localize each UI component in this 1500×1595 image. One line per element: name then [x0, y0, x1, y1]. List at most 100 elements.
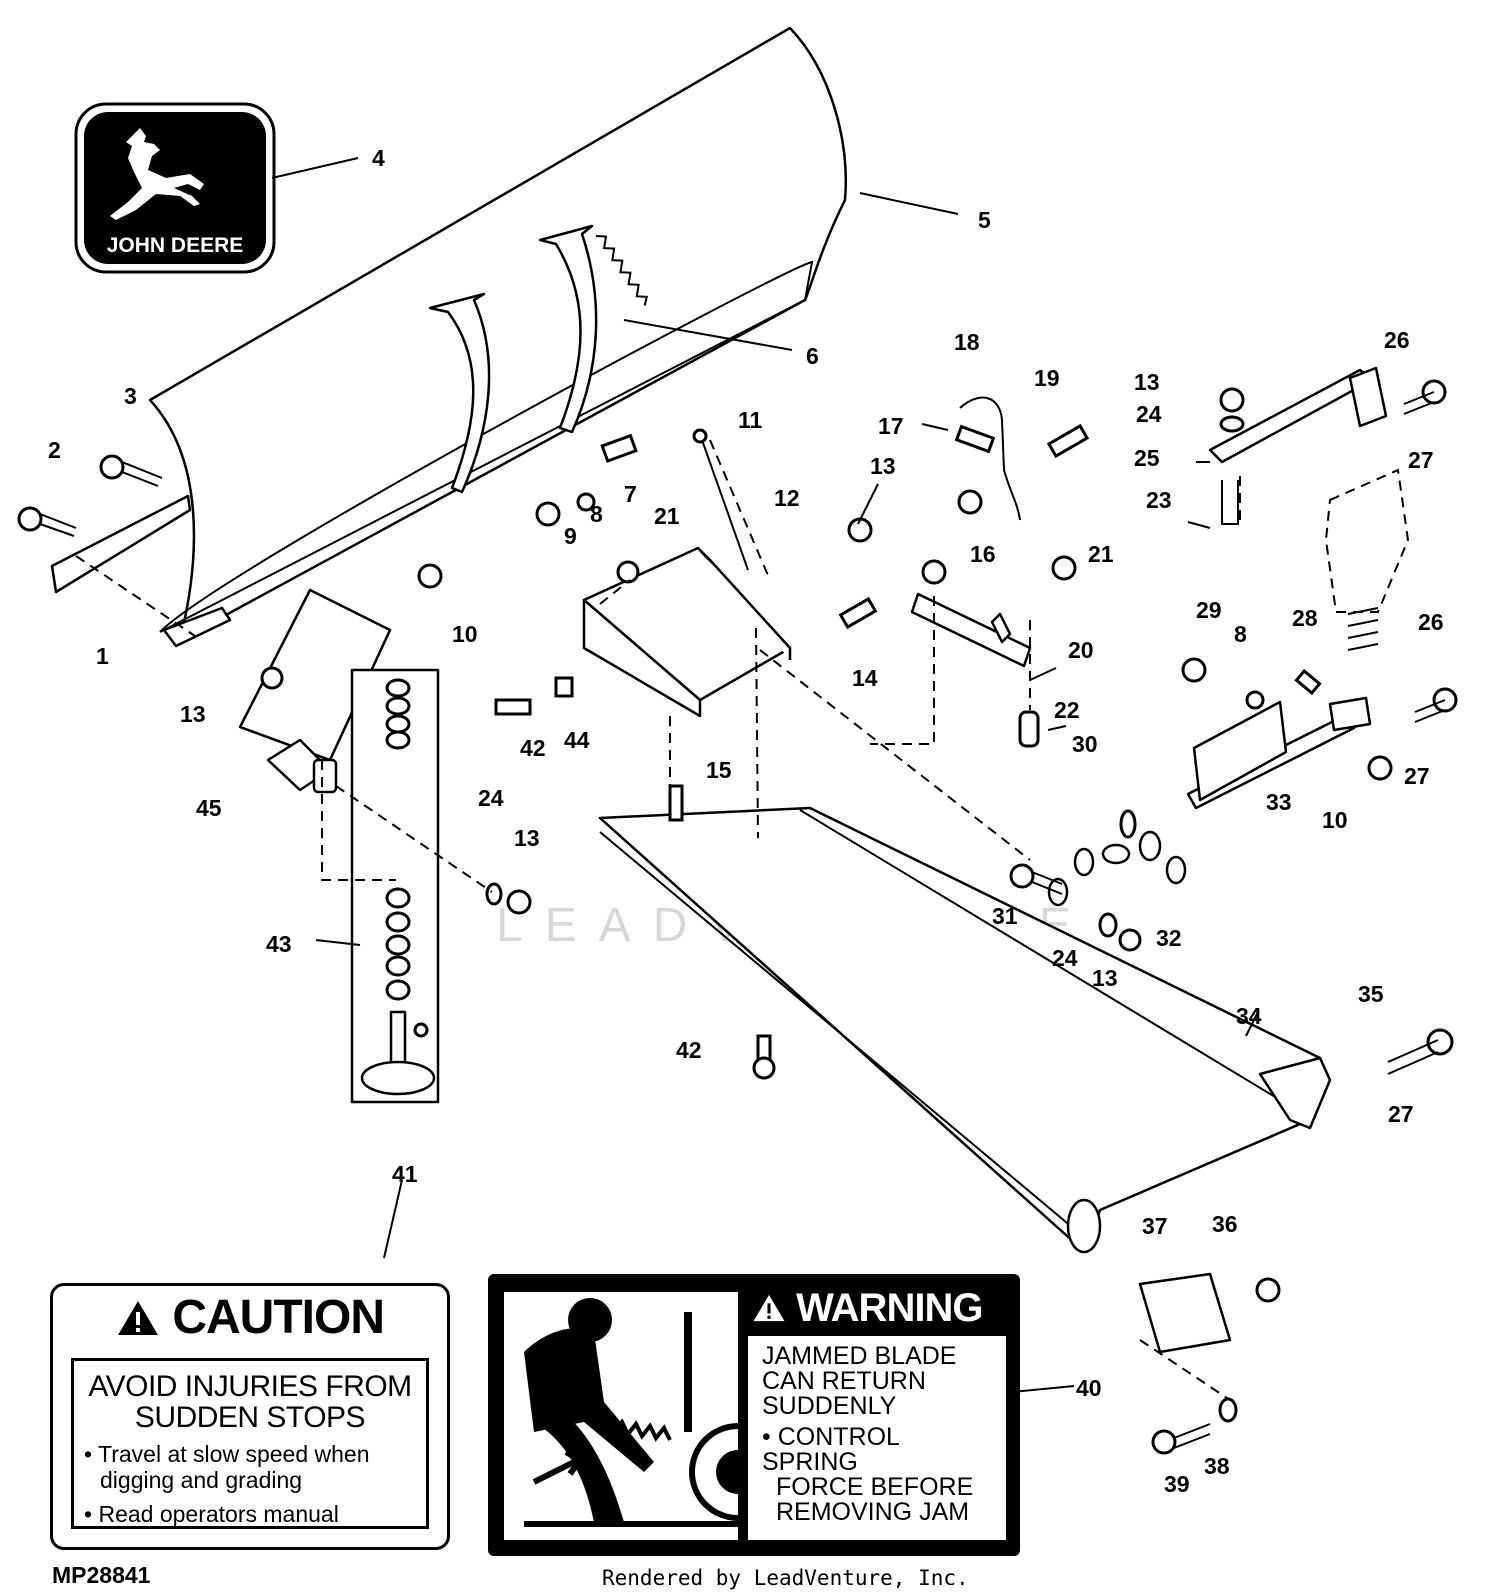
callout-21a: 21 [654, 503, 680, 529]
callout-37: 37 [1142, 1213, 1168, 1239]
angle-bar-plate [1192, 700, 1288, 802]
warning-triangle-icon [753, 1294, 785, 1322]
callout-42b: 42 [676, 1037, 702, 1063]
callout-9: 9 [564, 523, 577, 549]
logo-brand-text: JOHN DEERE [107, 234, 244, 257]
caution-bullet-2: • Read operators manual [84, 1501, 339, 1527]
callout-15: 15 [706, 757, 732, 783]
callout-43: 43 [266, 931, 292, 957]
callout-13e: 13 [1092, 965, 1118, 991]
callout-20: 20 [1068, 637, 1094, 663]
wear-plate [1138, 1272, 1232, 1354]
blade-rib-right [538, 224, 598, 434]
callout-26b: 26 [1418, 609, 1444, 635]
callout-27a: 27 [1408, 447, 1434, 473]
chain [1047, 830, 1187, 907]
warning-line-5: FORCE BEFORE [776, 1473, 974, 1501]
caution-decal: CAUTION AVOID INJURIES FROM SUDDEN STOPS… [50, 1283, 450, 1550]
callout-29: 29 [1196, 597, 1222, 623]
callout-25: 25 [1134, 445, 1160, 471]
callout-10a: 10 [452, 621, 478, 647]
callout-27b: 27 [1404, 763, 1430, 789]
warning-pictogram [504, 1292, 787, 1540]
callout-8a: 8 [590, 501, 603, 527]
callout-27c: 27 [1388, 1101, 1414, 1127]
cutting-edge [50, 494, 192, 594]
callout-41: 41 [392, 1161, 418, 1187]
leaping-deer-icon [110, 128, 204, 220]
callout-26a: 26 [1384, 327, 1410, 353]
caution-message-box: AVOID INJURIES FROM SUDDEN STOPS • Trave… [71, 1358, 429, 1529]
callout-32: 32 [1156, 925, 1182, 951]
callout-4: 4 [372, 145, 385, 171]
callout-40: 40 [1076, 1375, 1102, 1401]
callout-12: 12 [774, 485, 800, 511]
actuator-spring [1347, 607, 1379, 651]
callout-38: 38 [1204, 1453, 1230, 1479]
callout-7: 7 [624, 481, 637, 507]
a-frame-hitch-left [1066, 1198, 1102, 1254]
warning-title: WARNING [752, 1286, 1006, 1334]
trip-rod [701, 439, 749, 571]
warning-title-text: WARNING [796, 1286, 983, 1330]
warning-line-4: • CONTROL SPRING [762, 1423, 900, 1476]
callout-10b: 10 [1322, 807, 1348, 833]
callout-17: 17 [878, 413, 904, 439]
callout-24a: 24 [1136, 401, 1162, 427]
warning-triangle-icon [118, 1301, 158, 1335]
callout-13a: 13 [180, 701, 206, 727]
moldboard-blade [148, 26, 847, 648]
caution-heading: AVOID INJURIES FROM SUDDEN STOPS [88, 1370, 412, 1434]
shim-washers-top [385, 678, 411, 750]
callout-24b: 24 [478, 785, 504, 811]
callout-13c: 13 [1134, 369, 1160, 395]
john-deere-logo: JOHN DEERE [74, 102, 276, 274]
pivot-bracket [582, 546, 792, 702]
callout-13d: 13 [514, 825, 540, 851]
pivot-bracket-rear [697, 547, 792, 660]
callout-11: 11 [738, 407, 763, 433]
lock-handle [959, 396, 1021, 521]
callout-23: 23 [1146, 487, 1172, 513]
warning-decal: WARNING JAMMED BLADE CAN RETURN SUDDENLY… [488, 1274, 1020, 1556]
callout-14: 14 [852, 665, 878, 691]
a-frame-hitch-right [1258, 1056, 1332, 1130]
callout-21b: 21 [1088, 541, 1114, 567]
callout-19: 19 [1034, 365, 1060, 391]
leader-lines [271, 157, 1259, 1393]
skid-shoe [360, 1010, 436, 1096]
spring [595, 235, 649, 306]
warning-line-3: SUDDENLY [762, 1392, 897, 1420]
callout-24c: 24 [1052, 945, 1078, 971]
callout-44: 44 [564, 727, 590, 753]
callout-42a: 42 [520, 735, 546, 761]
angle-bar-clevis [1328, 696, 1372, 732]
a-frame-edges [599, 809, 1301, 1239]
callout-31: 31 [992, 903, 1018, 929]
callout-36: 36 [1212, 1211, 1238, 1237]
u-bolt [1221, 480, 1239, 525]
callout-3: 3 [124, 383, 137, 409]
callout-45: 45 [196, 795, 222, 821]
callout-13b: 13 [870, 453, 896, 479]
link-bar [910, 592, 1032, 668]
callout-39: 39 [1164, 1471, 1190, 1497]
callout-34: 34 [1236, 1003, 1262, 1029]
callout-5: 5 [978, 207, 991, 233]
warning-message-box: JAMMED BLADE CAN RETURN SUDDENLY • CONTR… [748, 1336, 1006, 1540]
diagram-code: MP28841 [52, 1562, 151, 1588]
skid-shoe-sleeve [312, 758, 338, 794]
caution-title-text: CAUTION [172, 1291, 385, 1344]
callout-22: 22 [1054, 697, 1080, 723]
assembly-lines [75, 439, 1241, 1401]
callout-28: 28 [1292, 605, 1318, 631]
pivot-bracket-side [582, 598, 702, 718]
callout-6: 6 [806, 343, 819, 369]
a-frame [598, 806, 1322, 1254]
warning-line-1: JAMMED BLADE [762, 1342, 957, 1370]
hardware [260, 379, 1458, 1455]
callout-35: 35 [1358, 981, 1384, 1007]
actuator-outline [1324, 468, 1410, 613]
callout-30: 30 [1072, 731, 1098, 757]
